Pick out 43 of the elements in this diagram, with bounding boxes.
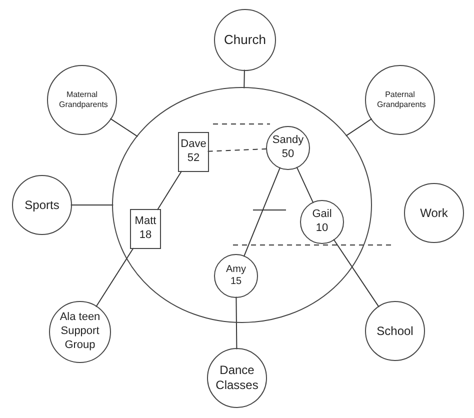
node-label: Sandy [272,134,304,148]
connector-line [333,238,380,308]
circle-node [214,9,276,71]
connector-line [243,166,281,258]
node-label: 52 [187,152,200,166]
node-label: Sports [24,198,60,212]
node-label: Maternal Grandparents [59,90,105,110]
person-box [178,132,209,172]
node-label: Gail [312,208,332,222]
circle-node [365,301,425,361]
connector-line [156,170,182,211]
node-label: Dance Classes [214,363,260,393]
circle-node [49,301,111,363]
connector-line [236,296,238,350]
connector-line [345,118,372,136]
node-label: School [376,324,414,338]
node-label: Ala teen Support Group [58,311,102,353]
person-box [130,209,161,249]
circle-node [365,65,435,135]
node-label: 18 [139,229,152,243]
node-label: Amy [226,264,246,276]
circle-node [207,348,267,408]
node-label: 15 [230,276,242,288]
node-label: Paternal Grandparents [377,90,423,110]
connector-line [110,118,138,138]
circle-node [404,183,464,243]
connector-line [96,247,134,308]
connector-line [244,69,245,89]
connector-line [296,166,314,204]
node-label: 10 [316,222,328,236]
household-circle [112,87,372,323]
node-label: Dave [180,138,206,152]
circle-node [214,254,258,298]
circle-node [12,175,72,235]
node-label: 50 [282,148,294,162]
connector-line [70,204,114,206]
circle-node [300,200,344,244]
node-label: Matt [134,215,156,229]
circle-node [47,65,117,135]
circle-node [266,126,310,170]
node-label: Work [420,206,448,220]
connector-line [207,148,268,152]
node-label: Church [224,32,266,48]
